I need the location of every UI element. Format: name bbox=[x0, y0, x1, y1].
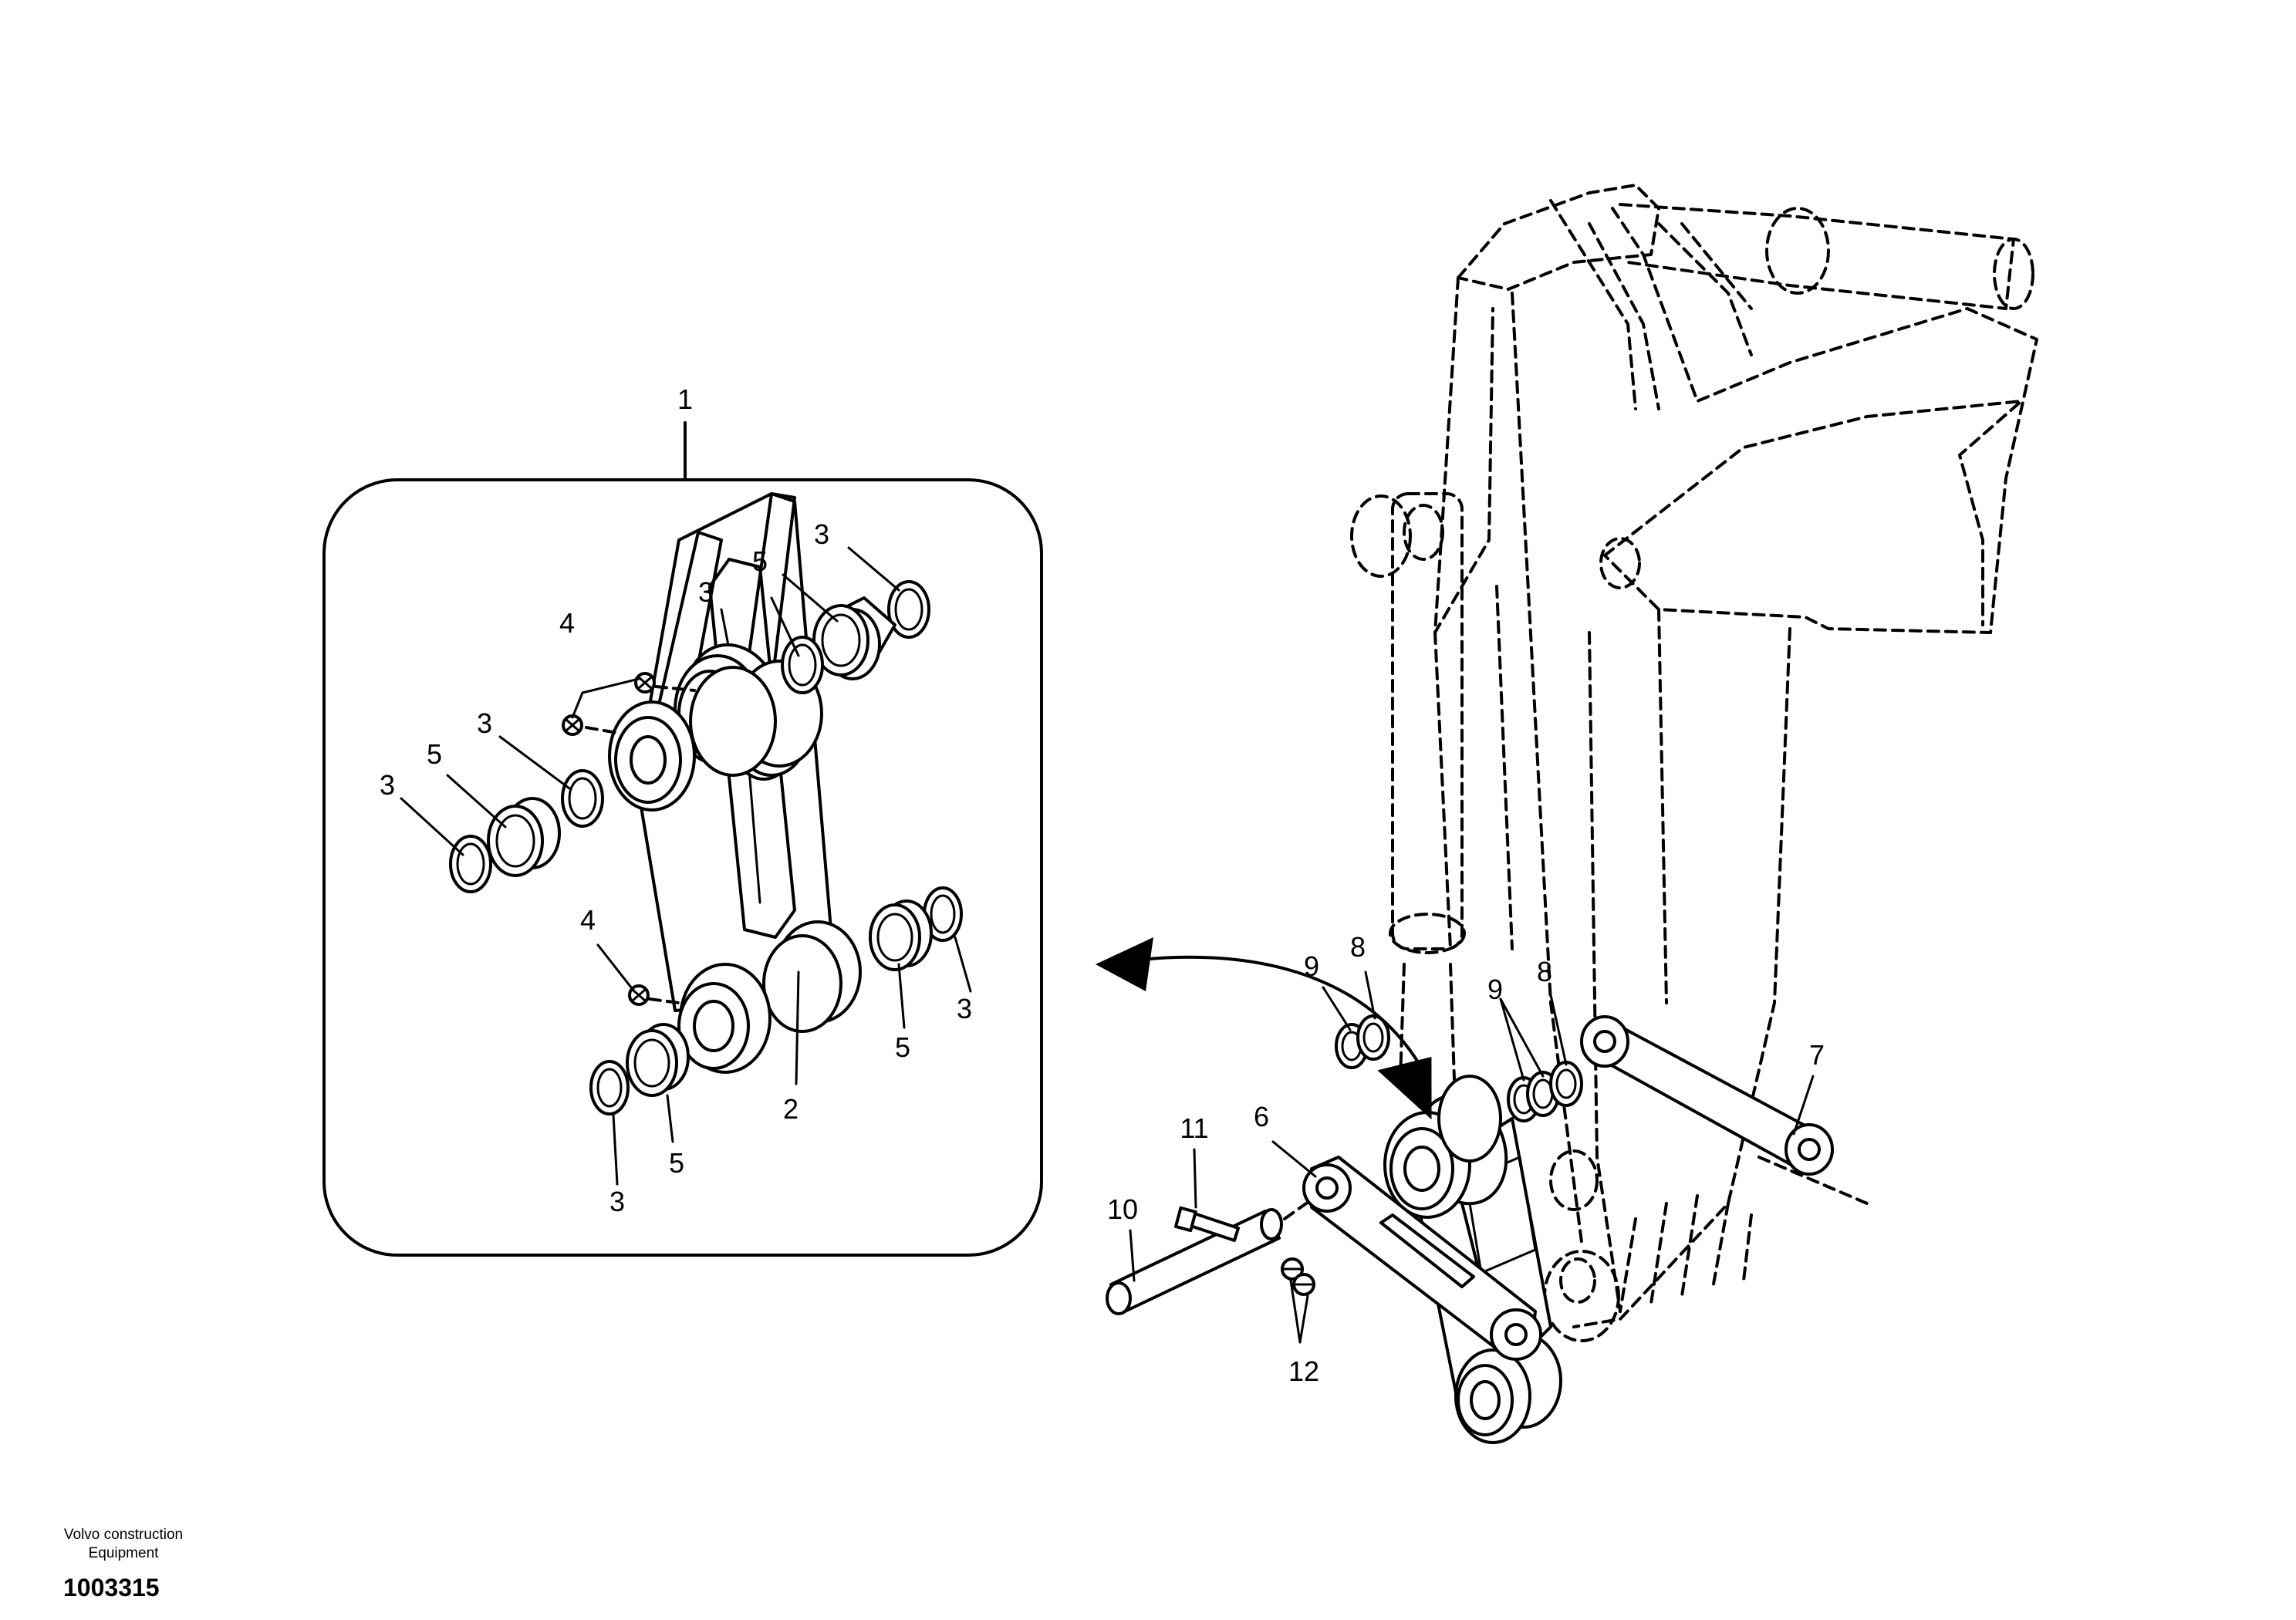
document-number: 1003315 bbox=[63, 1574, 160, 1601]
link-assembly-main bbox=[1106, 1014, 1834, 1444]
callout-3: 3 bbox=[477, 707, 492, 739]
callout-4: 4 bbox=[559, 607, 575, 639]
callout-7: 7 bbox=[1809, 1039, 1825, 1071]
callout-6: 6 bbox=[1254, 1101, 1269, 1132]
curved-arrow bbox=[1096, 937, 1432, 1120]
callout-5: 5 bbox=[427, 738, 442, 770]
company-name-line1: Volvo construction bbox=[63, 1527, 184, 1543]
callout-3: 3 bbox=[698, 576, 714, 608]
callout-3: 3 bbox=[957, 993, 972, 1024]
callout-3: 3 bbox=[380, 769, 395, 801]
detail-leaders bbox=[400, 546, 972, 1186]
link-assembly-detail bbox=[608, 492, 862, 1074]
callout-3: 3 bbox=[814, 518, 829, 550]
detail-box bbox=[322, 421, 1043, 1257]
callout-5: 5 bbox=[669, 1147, 684, 1179]
callout-11: 11 bbox=[1180, 1112, 1208, 1144]
callout-labels: 1 2 3 3 3 3 3 3 4 4 5 5 5 5 6 7 8 8 9 9 … bbox=[380, 383, 1825, 1387]
main-leaders bbox=[1129, 970, 1815, 1344]
callout-9: 9 bbox=[1304, 950, 1319, 982]
callout-3: 3 bbox=[609, 1186, 625, 1217]
company-name-line2: Equipment bbox=[88, 1545, 159, 1561]
callout-12: 12 bbox=[1288, 1355, 1319, 1387]
callout-8: 8 bbox=[1537, 956, 1552, 987]
callout-2: 2 bbox=[783, 1093, 799, 1125]
callout-5: 5 bbox=[895, 1031, 910, 1063]
callout-10: 10 bbox=[1107, 1193, 1138, 1225]
callout-4: 4 bbox=[580, 904, 596, 936]
callout-9: 9 bbox=[1487, 974, 1503, 1005]
callout-5: 5 bbox=[752, 545, 768, 577]
excavator-arm-outline bbox=[1350, 184, 2038, 1342]
callout-1: 1 bbox=[677, 383, 693, 415]
callout-8: 8 bbox=[1350, 931, 1366, 963]
